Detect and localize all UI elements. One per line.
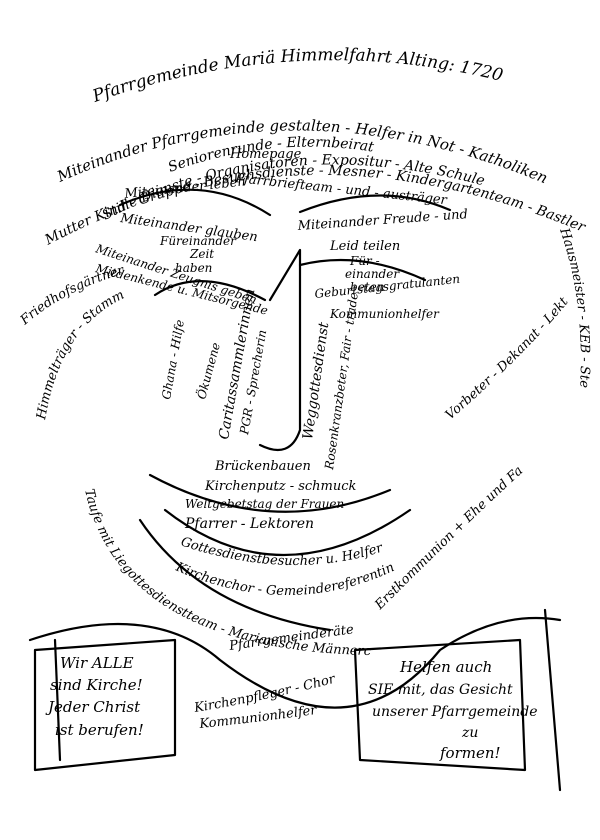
right-box-line-4: zu xyxy=(461,725,478,741)
eye-right-outline xyxy=(298,258,427,282)
mouth-text-3: Weltgebetstag der Frauen xyxy=(185,497,344,511)
right-box-line-2: SIE mit, das Gesicht xyxy=(368,682,513,698)
neck-right-outline xyxy=(543,608,562,792)
eye-left-outline xyxy=(153,280,267,302)
right-box-line-5: formen! xyxy=(439,744,501,762)
eyebrow-right-text-2: Leid teilen xyxy=(329,239,400,254)
eyebrow-right-outline xyxy=(298,194,452,214)
eyebrow-left-outline xyxy=(118,188,272,217)
left-box-line-4: ist berufen! xyxy=(55,721,144,739)
homepage-text: Homepage xyxy=(229,147,302,162)
mouth-text-2: Kirchenputz - schmuck xyxy=(204,479,357,494)
eye-right-text-5: Kommunionhelfer xyxy=(329,307,440,321)
mouth-lower-outline xyxy=(163,508,412,556)
chin-outline xyxy=(138,518,332,632)
arc-text-1: Pfarrgemeinde Mariä Himmelfahrt Alting: … xyxy=(89,45,505,107)
eye-left-text-3: haben xyxy=(175,261,212,275)
oekumene-text: Ökumene xyxy=(192,340,223,400)
eye-right-text-3: beten xyxy=(350,280,384,294)
eye-left-text-2: Zeit xyxy=(189,247,214,261)
left-box-line-2: sind Kirche! xyxy=(50,676,143,694)
eyebrow-right-text-1: Miteinander Freude - und xyxy=(296,207,468,234)
eye-right-text-2: einander xyxy=(345,267,400,281)
pfarrer-text: Pfarrer - Lektoren xyxy=(184,516,314,532)
right-box-line-1: Helfen auch xyxy=(399,658,492,676)
ghana-text: Ghana - Hilfe xyxy=(159,319,187,401)
left-box-line-1: Wir ALLE xyxy=(60,654,134,672)
mouth-upper-outline xyxy=(148,473,392,513)
collar-outline xyxy=(28,616,562,709)
right-box-line-3: unserer Pfarrgemeinde xyxy=(372,704,538,720)
left-box-outline xyxy=(33,638,177,772)
left-box-line-3: Jeder Christ xyxy=(45,698,141,716)
neck-left-outline xyxy=(53,638,62,762)
eye-left-text-1: Füreinander xyxy=(159,234,237,248)
right-box-outline xyxy=(353,638,527,772)
mouth-text-1: Brückenbauen xyxy=(214,459,311,474)
nose-outline xyxy=(258,248,302,452)
eye-right-text-1: Für - xyxy=(349,254,380,268)
